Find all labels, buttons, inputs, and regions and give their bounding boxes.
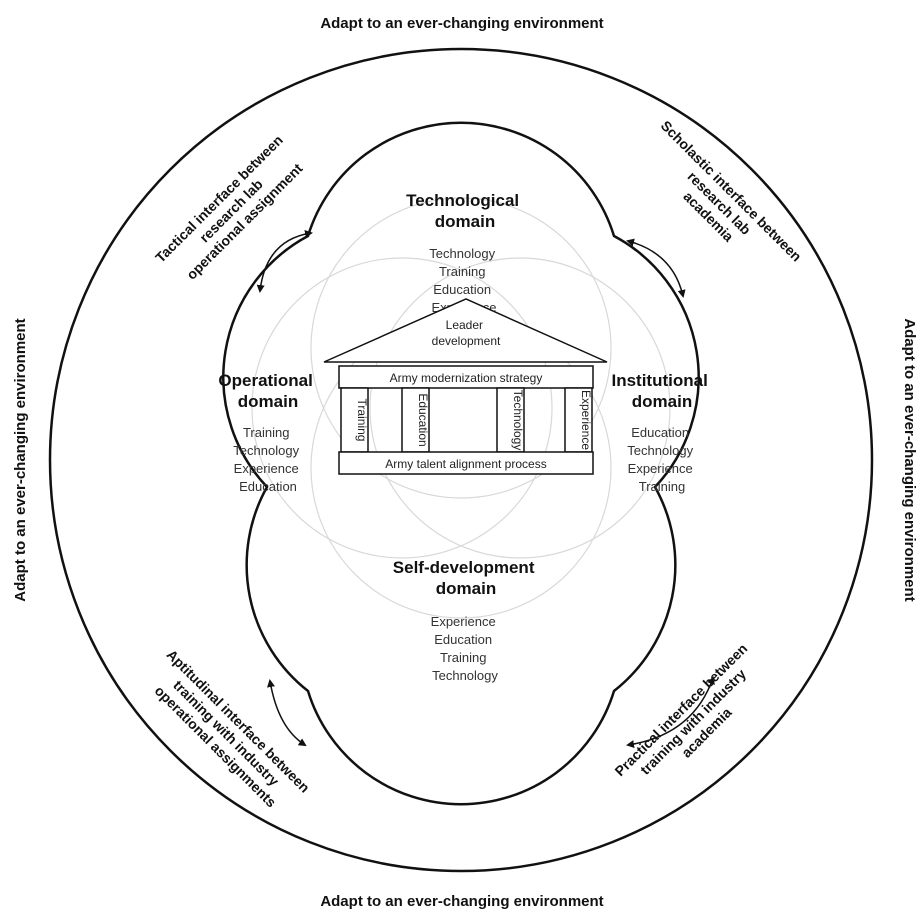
pillar-training [340,387,369,453]
arrow-top-right [626,238,686,298]
institutional-domain: Institutional domain Education Technolog… [611,371,712,494]
operational-domain: Operational domain Training Technology E… [218,371,317,494]
pillar-label-training: Training [355,399,369,442]
practical-interface-label: Practical interface between training wit… [611,637,777,803]
tactical-interface-label: Tactical interface between research lab … [152,129,313,290]
svg-text:Tactical interface between: Tactical interface between research lab … [152,129,313,290]
self-development-domain-title: Self-development domain [393,558,539,598]
pillar-experience [564,387,593,453]
base-label: Army talent alignment process [385,457,546,471]
practical-interface-line1: Practical interface between [611,640,750,779]
lintel-box [338,365,594,389]
svg-text:Practical interface between: Practical interface between training wit… [611,637,777,803]
operational-domain-items: Training Technology Experience Education [233,425,302,494]
technological-domain-title: Technological domain [406,191,524,231]
lintel-label: Army modernization strategy [390,371,543,385]
overlap-circle-top [310,197,612,499]
institutional-domain-items: Education Technology Experience Training [627,425,696,494]
talent-building: Leader development Army modernization st… [323,298,608,475]
scholastic-interface-line1: Scholastic interface between [658,117,805,264]
arrow-top-left [256,229,313,293]
pillar-technology [496,387,525,453]
roof-label: Leader development [432,318,501,348]
overlap-circle-right [369,257,671,559]
practical-interface-line2: training with industry [637,666,749,778]
environment-label-top: Adapt to an ever-changing environment [320,15,603,32]
overlap-circle-left [251,257,553,559]
pillar-label-experience: Experience [579,390,593,450]
pillars [340,387,593,453]
environment-label-left: Adapt to an ever-changing environment [12,318,29,601]
arrow-bottom-left [267,679,307,747]
pillar-label-technology: Technology [511,390,525,451]
environment-circle [48,47,874,873]
domains-outline [222,121,700,806]
technological-domain: Technological domain Technology Training… [406,191,524,315]
arrow-bottom-right [626,676,715,749]
domain-overlap-circles [251,197,671,619]
building-roof [323,298,608,363]
operational-domain-title: Operational domain [218,371,317,411]
environment-label-right: Adapt to an ever-changing environment [901,318,918,601]
base-box [338,451,594,475]
aptitudinal-interface-line2: training with industry [170,677,282,789]
environment-label-bottom: Adapt to an ever-changing environment [320,893,603,910]
institutional-domain-title: Institutional domain [611,371,712,411]
pillar-label-education: Education [416,393,430,446]
self-development-domain-items: Experience Education Training Technology [431,614,500,683]
self-development-domain: Self-development domain Experience Educa… [393,558,539,683]
